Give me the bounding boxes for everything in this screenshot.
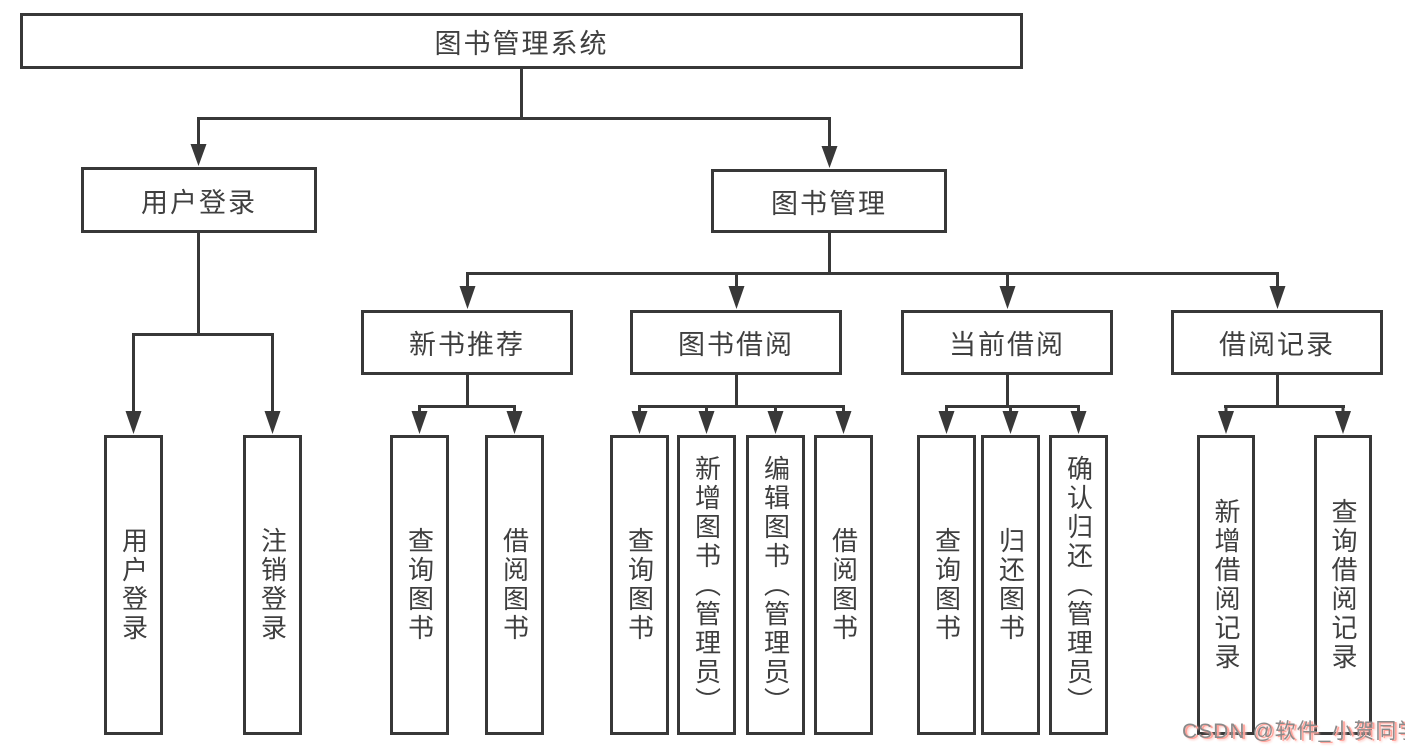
connector-user-login: [125, 233, 281, 434]
node-borrowing-records: 借阅记录: [1171, 310, 1383, 375]
watermark-text: CSDN @软件_小贺同学: [1182, 720, 1405, 743]
connector-book-management: [459, 233, 1286, 309]
node-current-borrowing: 当前借阅: [901, 310, 1113, 375]
connector-current-borrowing: [938, 375, 1087, 434]
node-leaf-query-book-current: 查询图书: [917, 435, 976, 735]
node-leaf-query-borrow-record: 查询借阅记录: [1314, 435, 1372, 735]
connector-root: [190, 68, 838, 168]
node-leaf-borrow-book-borrowing: 借阅图书: [814, 435, 873, 735]
node-root: 图书管理系统: [20, 13, 1023, 69]
node-leaf-add-borrow-record: 新增借阅记录: [1197, 435, 1255, 735]
node-leaf-edit-book: 编辑图书（管理员）: [746, 435, 805, 735]
node-leaf-query-book-recommend: 查询图书: [390, 435, 449, 735]
node-user-login: 用户登录: [81, 167, 317, 233]
node-new-book-recommend: 新书推荐: [361, 310, 573, 375]
node-book-management: 图书管理: [711, 169, 947, 233]
node-book-borrowing: 图书借阅: [630, 310, 842, 375]
node-leaf-query-book-borrowing: 查询图书: [610, 435, 669, 735]
node-leaf-user-login: 用户登录: [104, 435, 163, 735]
connector-borrowing-records: [1218, 375, 1351, 434]
connector-new-book-recommend: [411, 375, 523, 434]
node-leaf-add-book: 新增图书（管理员）: [677, 435, 736, 735]
node-leaf-return-book: 归还图书: [981, 435, 1040, 735]
node-leaf-borrow-book-recommend: 借阅图书: [485, 435, 544, 735]
node-leaf-confirm-return: 确认归还（管理员）: [1049, 435, 1108, 735]
node-leaf-logout: 注销登录: [243, 435, 302, 735]
connector-book-borrowing: [631, 375, 852, 434]
